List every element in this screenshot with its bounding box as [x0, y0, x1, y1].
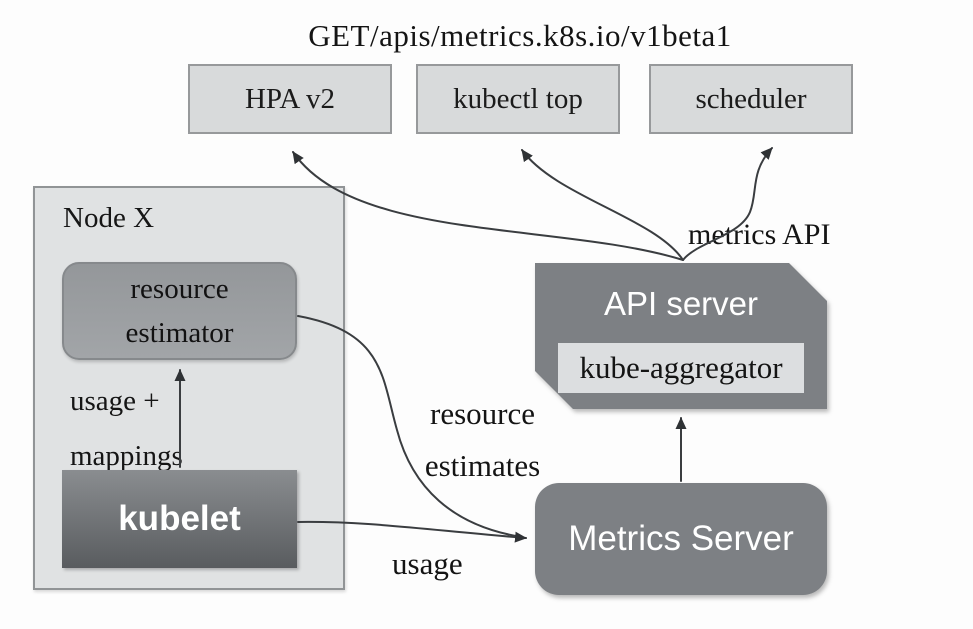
resource-estimator-box: resource estimator: [62, 262, 297, 360]
resource-estimates-line2: estimates: [424, 448, 541, 483]
client-box-scheduler-label: scheduler: [695, 82, 807, 115]
kube-aggregator-label: kube-aggregator: [579, 350, 783, 385]
resource-estimates-line1: resource: [430, 396, 535, 431]
client-box-hpa-v2-label: HPA v2: [244, 82, 335, 115]
usage-edge-label: usage: [392, 546, 463, 581]
api-server-label: API server: [603, 285, 759, 322]
usage-mappings-line1: usage +: [70, 385, 160, 417]
arrow-metrics-api-to-kubectl: [521, 149, 684, 261]
metrics-server-box: Metrics Server: [535, 483, 827, 595]
arrow-metrics-api-to-hpa: [292, 151, 684, 261]
client-box-kubectl-top: kubectl top: [416, 64, 620, 134]
kubelet-box: kubelet: [62, 470, 297, 568]
resource-estimator-label-line1: resource: [130, 273, 229, 305]
client-box-scheduler: scheduler: [649, 64, 853, 134]
metrics-api-edge-label: metrics API: [688, 218, 831, 251]
client-box-kubectl-top-label: kubectl top: [453, 82, 583, 115]
api-server-shape: API server kube-aggregator: [535, 263, 827, 409]
node-x-label: Node X: [63, 202, 155, 234]
client-box-hpa-v2: HPA v2: [188, 64, 392, 134]
usage-mappings-line2: mappings: [70, 440, 183, 472]
kubelet-label: kubelet: [118, 499, 241, 538]
resource-estimator-label-line2: estimator: [125, 317, 234, 349]
api-server-box: API server kube-aggregator: [535, 263, 827, 409]
diagram-title: GET/apis/metrics.k8s.io/v1beta1: [308, 18, 732, 53]
metrics-server-label: Metrics Server: [568, 519, 794, 558]
kube-aggregator-box: kube-aggregator: [558, 343, 804, 393]
usage-mappings-label: usage + mappings: [70, 374, 183, 484]
resource-estimates-edge-label: resource estimates: [400, 388, 565, 492]
